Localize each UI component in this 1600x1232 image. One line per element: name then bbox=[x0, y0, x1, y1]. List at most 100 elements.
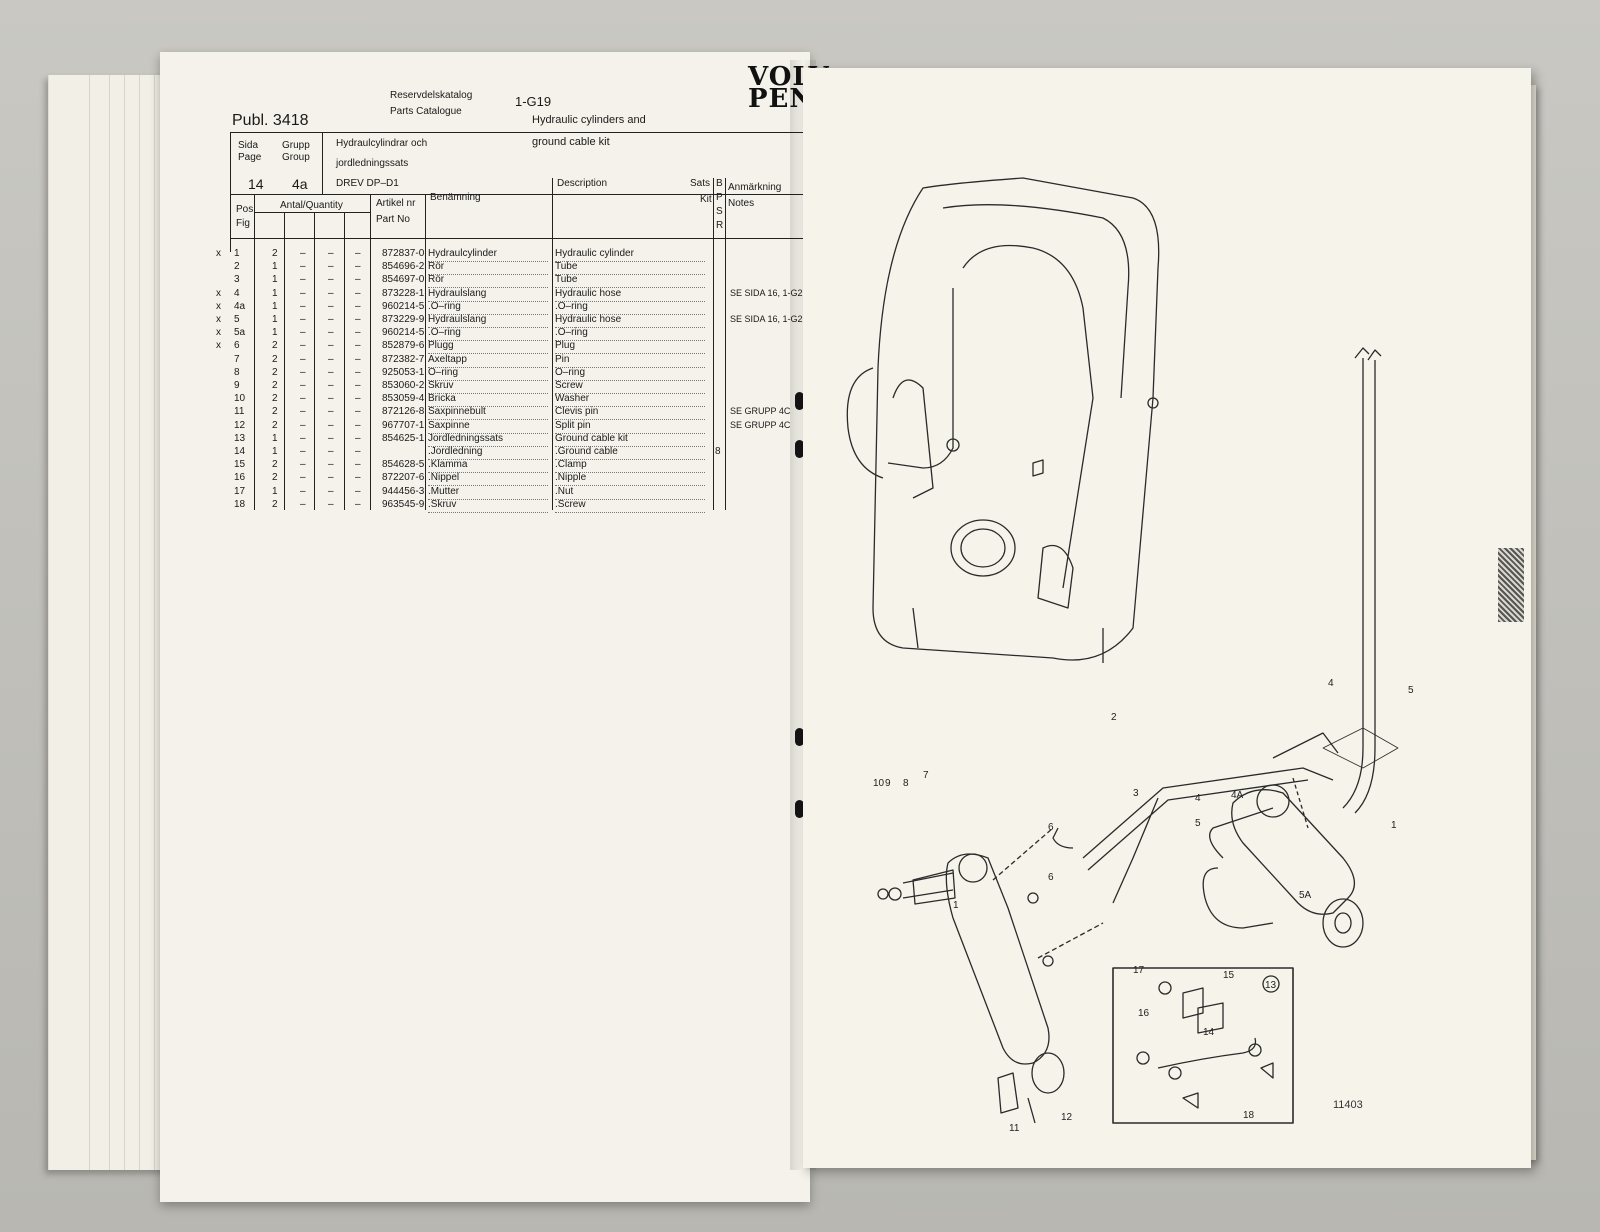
row-qty-dash: – bbox=[300, 287, 306, 299]
row-qty-dash: – bbox=[300, 274, 306, 286]
row-qty-dash: – bbox=[300, 300, 306, 312]
row-part-number: 852879-6 bbox=[382, 340, 425, 352]
row-name-sv: Axeltapp bbox=[428, 354, 548, 368]
row-name-sv: .Klamma bbox=[428, 459, 548, 474]
row-qty: 1 bbox=[272, 274, 278, 286]
catalog-title-en: Parts Catalogue bbox=[390, 106, 462, 117]
row-qty-dash: – bbox=[355, 353, 361, 365]
row-qty-dash: – bbox=[300, 393, 306, 405]
row-pos: 13 bbox=[234, 432, 246, 444]
row-pos: 1 bbox=[234, 248, 240, 259]
row-name-sv: Skruv bbox=[428, 380, 548, 394]
row-name-sv: .Mutter bbox=[428, 486, 548, 500]
row-qty-dash: – bbox=[355, 314, 361, 325]
page-label: Page bbox=[238, 152, 262, 163]
row-qty-dash: – bbox=[300, 472, 306, 484]
row-note: SE GRUPP 4C bbox=[730, 419, 791, 430]
col-pos: Pos bbox=[236, 204, 254, 215]
title-en-line2: ground cable kit bbox=[532, 136, 610, 148]
row-name-sv: .O–ring bbox=[428, 301, 548, 315]
row-qty-dash: – bbox=[300, 340, 306, 352]
row-qty: 1 bbox=[272, 261, 278, 273]
row-name-sv: Plugg bbox=[428, 340, 548, 355]
row-qty: 1 bbox=[272, 485, 278, 497]
title-sv-line2: jordledningssats bbox=[336, 158, 409, 169]
col-kit: Kit bbox=[700, 194, 712, 205]
row-name-en: .O–ring bbox=[555, 301, 705, 315]
diagram-callout-label: 4 bbox=[1328, 678, 1334, 689]
diagram-callout-label: 4A bbox=[1231, 790, 1244, 801]
row-part-number: 960214-5 bbox=[382, 327, 425, 339]
binder-hole bbox=[795, 392, 804, 410]
row-qty-dash: – bbox=[355, 274, 361, 286]
row-name-en: Split pin bbox=[555, 420, 705, 434]
row-name-sv: Rör bbox=[428, 261, 548, 276]
row-qty-dash: – bbox=[328, 498, 334, 510]
row-qty-dash: – bbox=[328, 459, 334, 471]
row-pos: 15 bbox=[234, 459, 246, 471]
row-qty: 2 bbox=[272, 498, 278, 510]
col-benamning: Benämning bbox=[430, 192, 481, 203]
row-part-number: 872126-8 bbox=[382, 406, 425, 418]
row-qty-dash: – bbox=[355, 340, 361, 352]
row-name-en: O–ring bbox=[555, 367, 705, 381]
col-quantity: Antal/Quantity bbox=[280, 200, 343, 211]
row-pos: 14 bbox=[234, 446, 246, 457]
title-en-line1: Hydraulic cylinders and bbox=[532, 114, 646, 126]
row-marker: x bbox=[216, 248, 221, 259]
row-qty-dash: – bbox=[355, 287, 361, 299]
row-name-en: Hydraulic hose bbox=[555, 288, 705, 302]
diagram-callout-label: 3 bbox=[1133, 788, 1139, 799]
drive-housing-drawing bbox=[872, 177, 1160, 661]
row-qty-dash: – bbox=[300, 314, 306, 325]
row-qty-dash: – bbox=[355, 261, 361, 273]
sida-value: 14 bbox=[248, 176, 264, 192]
row-part-number: 967707-1 bbox=[382, 419, 425, 431]
row-part-number: 944456-3 bbox=[382, 485, 425, 497]
col-partno: Part No bbox=[376, 214, 410, 225]
title-sv-line1: Hydraulcylindrar och bbox=[336, 138, 428, 149]
grupp-value: 4a bbox=[292, 176, 308, 192]
row-marker: x bbox=[216, 340, 221, 352]
diagram-callout-label: 12 bbox=[1061, 1112, 1073, 1123]
row-pos: 16 bbox=[234, 472, 246, 484]
group-label: Group bbox=[282, 152, 310, 163]
row-qty: 2 bbox=[272, 353, 278, 365]
left-page: Publ. 3418 Reservdelskatalog Parts Catal… bbox=[160, 52, 833, 1202]
row-qty-dash: – bbox=[300, 261, 306, 273]
row-part-number: 925053-1 bbox=[382, 366, 425, 378]
row-pos: 7 bbox=[234, 353, 240, 365]
row-qty-dash: – bbox=[355, 393, 361, 405]
row-part-number: 853060-2 bbox=[382, 380, 425, 391]
row-qty-dash: – bbox=[300, 406, 306, 418]
diagram-callout-label: 16 bbox=[1138, 1008, 1150, 1019]
row-qty-dash: – bbox=[328, 327, 334, 339]
diagram-callout-label: 2 bbox=[1111, 712, 1117, 723]
col-fig: Fig bbox=[236, 218, 250, 229]
binder-hole bbox=[795, 728, 804, 746]
row-name-en: Clevis pin bbox=[555, 406, 705, 421]
row-qty: 2 bbox=[272, 472, 278, 484]
row-name-sv: Bricka bbox=[428, 393, 548, 408]
row-qty: 2 bbox=[272, 419, 278, 431]
right-page bbox=[803, 68, 1531, 1168]
row-qty: 1 bbox=[272, 446, 278, 457]
row-name-en: .O–ring bbox=[555, 327, 705, 342]
row-qty: 1 bbox=[272, 287, 278, 299]
row-qty-dash: – bbox=[355, 327, 361, 339]
row-name-en: Ground cable kit bbox=[555, 433, 705, 447]
row-part-number: 873228-1 bbox=[382, 287, 425, 299]
row-name-sv: Saxpinne bbox=[428, 420, 548, 434]
row-kit: 8 bbox=[715, 446, 721, 457]
row-qty-dash: – bbox=[300, 419, 306, 431]
col-b: B bbox=[716, 178, 723, 189]
diagram-callout-label: 5A bbox=[1299, 890, 1312, 901]
header-rule bbox=[230, 132, 810, 133]
row-qty: 2 bbox=[272, 248, 278, 259]
row-qty: 1 bbox=[272, 314, 278, 325]
row-part-number: 854625-1 bbox=[382, 432, 425, 444]
row-qty-dash: – bbox=[300, 353, 306, 365]
row-qty-dash: – bbox=[355, 406, 361, 418]
row-qty: 2 bbox=[272, 380, 278, 391]
